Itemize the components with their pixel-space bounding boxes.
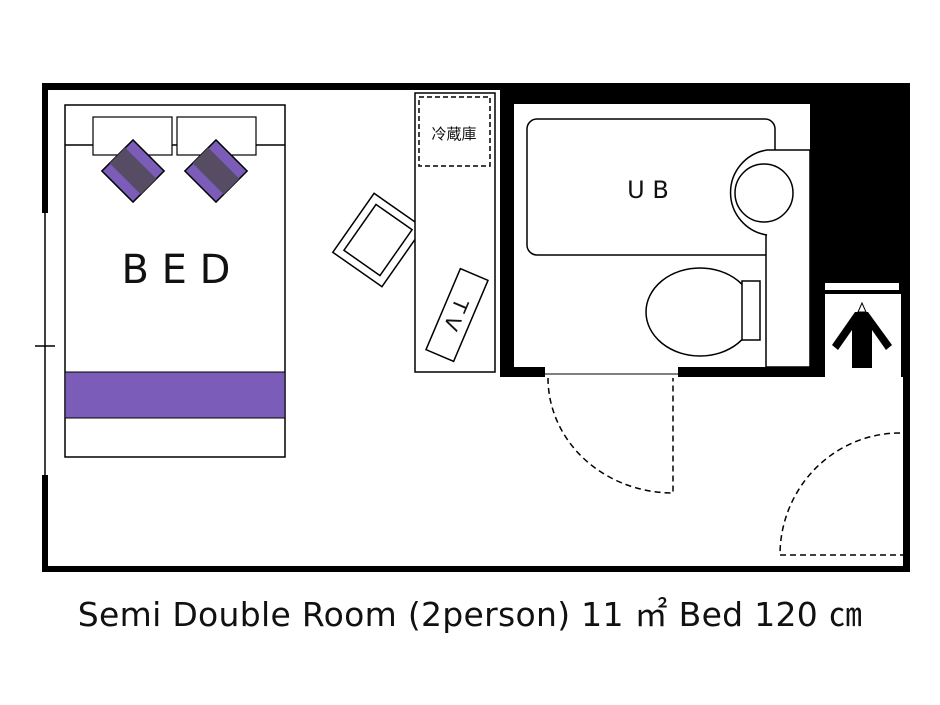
- closet-shelf: [825, 283, 899, 290]
- toilet-bowl: [645, 267, 755, 357]
- fridge-label: 冷蔵庫: [431, 125, 476, 143]
- bed-label: B E D: [122, 247, 231, 293]
- sink-basin: [734, 163, 794, 223]
- toilet-tank: [741, 280, 761, 341]
- bathroom-door-opening: [545, 366, 678, 378]
- chair: [331, 192, 425, 288]
- entrance-door-swing: [779, 432, 903, 556]
- shaft: [822, 83, 903, 283]
- top-wall: [42, 83, 910, 90]
- clothes-hanger-icon: [832, 301, 892, 368]
- bed-runner: [64, 371, 286, 419]
- room-caption: Semi Double Room (2person) 11 ㎡ Bed 120 …: [77, 595, 863, 634]
- left-wall-lower: [42, 475, 48, 572]
- bottom-wall: [42, 566, 910, 572]
- left-wall-upper: [42, 83, 48, 213]
- cushion-right: [183, 138, 249, 204]
- bathroom-door-swing: [547, 377, 674, 494]
- tv: T V: [425, 267, 489, 363]
- right-wall: [903, 83, 910, 572]
- cushion-left: [100, 138, 166, 204]
- fridge: [418, 96, 491, 167]
- bath-label: U B: [627, 176, 669, 204]
